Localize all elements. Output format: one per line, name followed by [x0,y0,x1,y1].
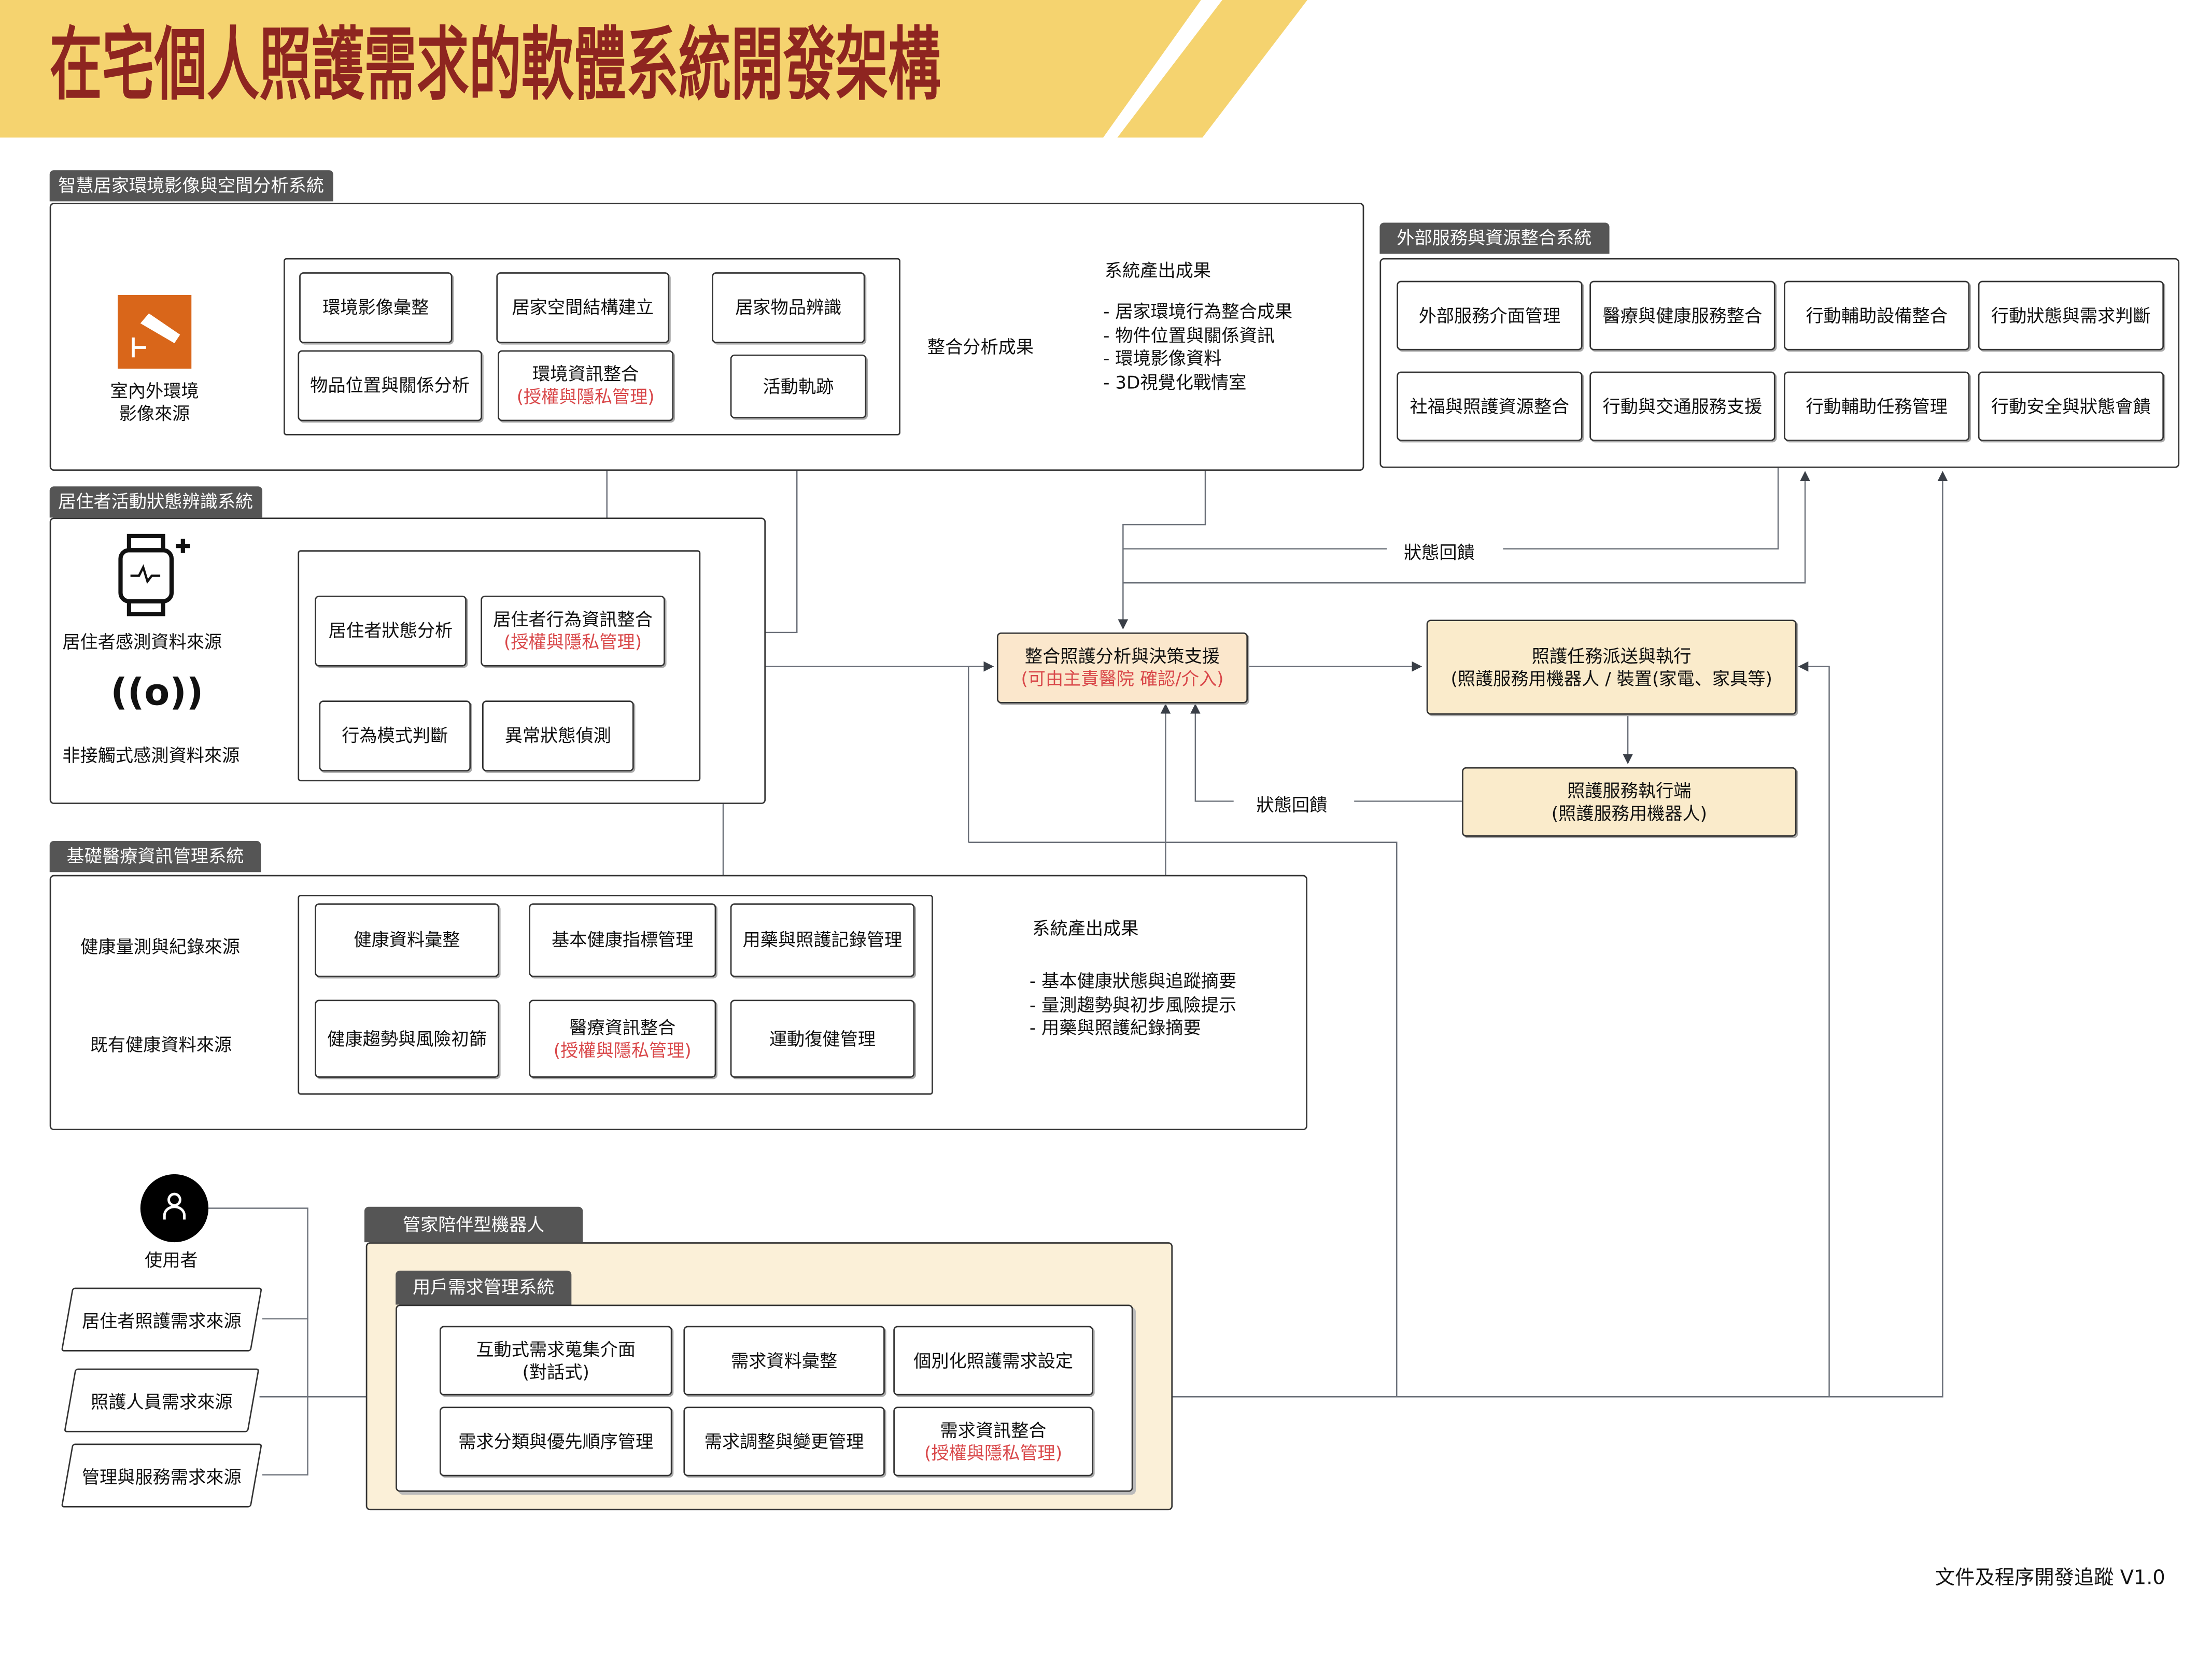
activity-box[interactable]: 行為模式判斷 [319,700,471,772]
activity-box[interactable]: 居住者狀態分析 [315,595,467,667]
wireless-sensor-icon: ((o)) [110,672,204,715]
env-system-tab: 智慧居家環境影像與空間分析系統 [49,170,333,202]
health-source: 健康量測與紀錄來源 [65,913,256,977]
need-source: 照護人員需求來源 [69,1369,254,1432]
medical-box[interactable]: 用藥與照護記錄管理 [730,903,915,977]
feedback-label: 狀態回饋 [1403,537,1475,565]
needs-integration-label: 需求資訊整合 [940,1418,1047,1440]
env-box[interactable]: 活動軌跡 [730,354,867,418]
medical-integration-box[interactable]: 醫療資訊整合 (授權與隱私管理) [529,1000,716,1078]
medical-system-tab: 基礎醫療資訊管理系統 [49,841,261,873]
output-item: - 用藥與照護紀錄摘要 [1029,1017,1201,1038]
output-item: - 環境影像資料 [1103,347,1222,369]
env-box[interactable]: 居家物品辨識 [712,272,865,343]
env-box[interactable]: 居家空間結構建立 [496,272,670,343]
external-box[interactable]: 行動輔助設備整合 [1784,280,1970,350]
external-box[interactable]: 外部服務介面管理 [1397,280,1583,350]
output-item: - 量測趨勢與初步風險提示 [1029,993,1237,1015]
executor-title: 照護服務執行端 [1567,779,1692,801]
dispatch-subtitle: (照護服務用機器人 / 裝置(家電、家具等) [1450,667,1772,688]
camera-source-line2: 影像來源 [119,402,190,424]
smartwatch-icon [114,533,199,624]
medical-integration-label: 醫療資訊整合 [569,1016,676,1037]
activity-box[interactable]: 異常狀態偵測 [482,700,634,772]
external-box[interactable]: 行動與交通服務支援 [1589,371,1776,441]
needs-integration-box[interactable]: 需求資訊整合 (授權與隱私管理) [893,1407,1093,1477]
output-item: - 3D視覺化戰情室 [1103,371,1247,392]
privacy-note: (授權與隱私管理) [516,386,655,407]
camera-icon [118,294,192,369]
output-item: - 物件位置與關係資訊 [1103,324,1275,346]
env-output-box: - 居家環境行為整合成果 - 物件位置與關係資訊 - 環境影像資料 - 3D視覺… [1078,279,1333,416]
medical-box[interactable]: 健康資料彙整 [315,903,499,977]
dialog-interface-box[interactable]: 互動式需求蒐集介面 (對話式) [439,1326,672,1396]
dialog-interface-sub: (對話式) [522,1360,589,1382]
medical-box[interactable]: 健康趨勢與風險初篩 [315,1000,499,1078]
need-source: 居住者照護需求來源 [67,1288,257,1352]
medical-box[interactable]: 運動復健管理 [730,1000,915,1078]
robot-box[interactable]: 需求調整與變更管理 [683,1407,885,1477]
dispatch-box[interactable]: 照護任務派送與執行 (照護服務用機器人 / 裝置(家電、家具等) [1426,620,1797,715]
privacy-note: (授權與隱私管理) [553,1038,692,1060]
output-title: 系統產出成果 [1104,259,1211,281]
external-box[interactable]: 醫療與健康服務整合 [1589,280,1776,350]
medical-output-box: - 基本健康狀態與追蹤摘要 - 量測趨勢與初步風險提示 - 用藥與照護紀錄摘要 [1004,937,1276,1074]
env-integration-box[interactable]: 環境資訊整合 (授權與隱私管理) [498,350,674,421]
env-box[interactable]: 環境影像彙整 [299,272,453,343]
resident-sensor-source: 居住者感測資料來源 [62,631,222,653]
env-integration-label: 環境資訊整合 [532,363,639,385]
robot-box[interactable]: 需求資料彙整 [683,1326,885,1396]
privacy-note: (授權與隱私管理) [504,631,642,653]
robot-box[interactable]: 個別化照護需求設定 [893,1326,1093,1396]
external-box[interactable]: 行動狀態與需求判斷 [1978,280,2164,350]
need-source: 管理與服務需求來源 [67,1444,257,1508]
activity-system-tab: 居住者活動狀態辨識系統 [49,486,262,518]
external-box[interactable]: 行動安全與狀態會饋 [1978,371,2164,441]
user-needs-system-tab: 用戶需求管理系統 [396,1270,572,1305]
user-label: 使用者 [145,1249,198,1271]
footer-version: 文件及程序開發追蹤 V1.0 [1935,1567,2165,1590]
medical-box[interactable]: 基本健康指標管理 [529,903,716,977]
camera-source-line1: 室內外環境 [110,380,199,402]
dialog-interface-label: 互動式需求蒐集介面 [476,1338,636,1359]
noncontact-sensor-source: 非接觸式感測資料來源 [62,744,240,766]
decision-title: 整合照護分析與決策支援 [1024,645,1220,667]
env-box[interactable]: 物品位置與關係分析 [298,350,483,421]
output-item: - 基本健康狀態與追蹤摘要 [1029,970,1237,992]
camera-source-label: 室內外環境 影像來源 [85,380,224,426]
feedback-label: 狀態回饋 [1256,790,1328,817]
executor-subtitle: (照護服務用機器人) [1551,802,1707,823]
decision-note: (可由主責醫院 確認/介入) [1021,668,1224,690]
external-box[interactable]: 社福與照護資源整合 [1397,371,1583,441]
executor-box[interactable]: 照護服務執行端 (照護服務用機器人) [1462,767,1797,837]
output-item: - 居家環境行為整合成果 [1103,300,1293,322]
privacy-note: (授權與隱私管理) [924,1441,1063,1463]
dispatch-title: 照護任務派送與執行 [1531,644,1692,666]
robot-tab: 管家陪伴型機器人 [364,1206,583,1243]
external-system-tab: 外部服務與資源整合系統 [1379,222,1609,254]
health-source: 既有健康資料來源 [68,1011,253,1075]
robot-box[interactable]: 需求分類與優先順序管理 [439,1407,672,1477]
behavior-integration-label: 居住者行為資訊整合 [493,608,653,630]
decision-support-box[interactable]: 整合照護分析與決策支援 (可由主責醫院 確認/介入) [996,632,1248,704]
behavior-integration-box[interactable]: 居住者行為資訊整合 (授權與隱私管理) [481,595,665,667]
title-band [0,0,1307,138]
output-title: 系統產出成果 [1032,917,1139,939]
external-box[interactable]: 行動輔助任務管理 [1784,371,1970,441]
page-title: 在宅個人照護需求的軟體系統開發架構 [49,20,941,113]
user-icon [140,1174,209,1243]
flow-label: 整合分析成果 [927,332,1034,359]
